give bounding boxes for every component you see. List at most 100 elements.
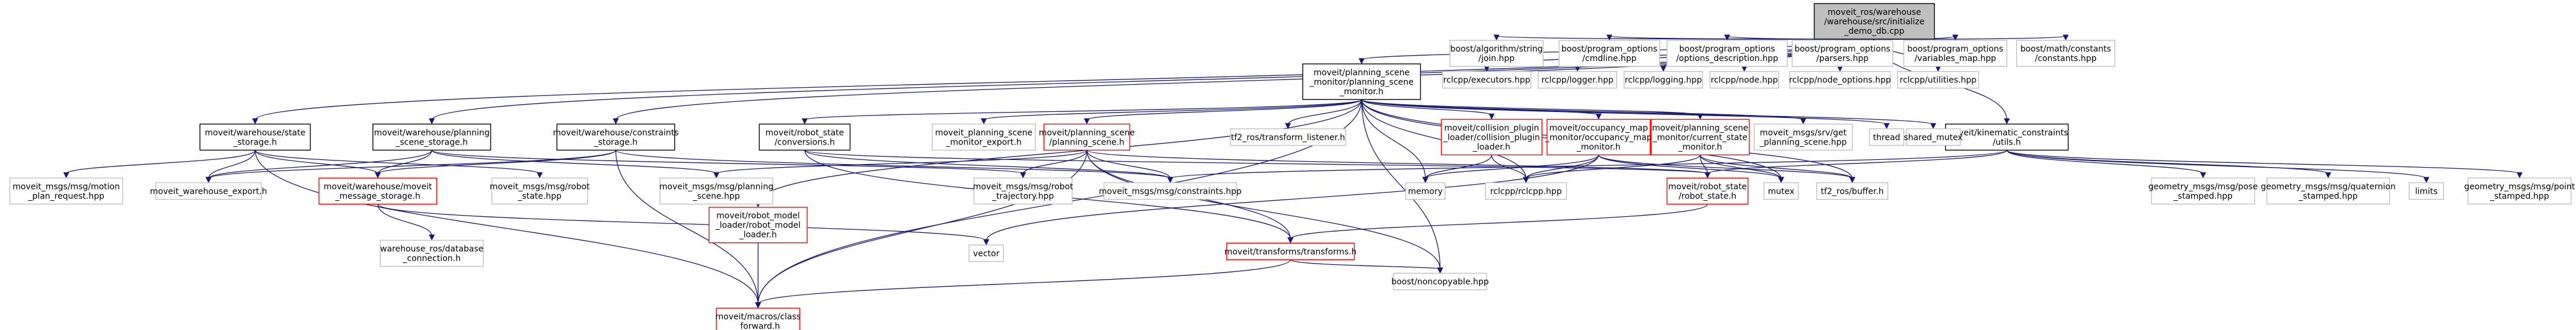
edge-ps-to-mcons — [1086, 150, 1174, 183]
edge-ws-to-mms — [254, 150, 381, 178]
node-mutex: mutex — [1763, 182, 1799, 200]
edge-csm-to-rclcpp — [1523, 155, 1701, 183]
node-label: moveit_ros/warehouse — [1828, 8, 1921, 17]
node-label: moveit/warehouse/state — [205, 128, 305, 137]
node-label: moveit/kinematic_constraints — [1946, 128, 2068, 137]
node-bnc: boost/noncopyable.hpp — [1391, 273, 1489, 290]
edge-tt-to-mcf — [755, 259, 1291, 309]
edge-ws-to-mcf — [254, 150, 761, 309]
node-psm[interactable]: moveit/planning_scene_monitor/planning_s… — [1302, 63, 1421, 100]
node-label: boost/algorithm/string — [1450, 44, 1543, 54]
node-gps_pose: geometry_msgs/msg/pose_stamped.hpp — [2148, 177, 2258, 205]
edge-psm-to-tf2l — [1284, 99, 1362, 129]
node-csm[interactable]: moveit/planning_scene_monitor/current_st… — [1650, 118, 1750, 156]
node-label: _storage.h — [233, 137, 278, 147]
node-label: moveit/warehouse/planning — [374, 128, 490, 137]
node-mpsme: moveit_planning_scene_monitor_export.h — [932, 123, 1036, 151]
edge-ws-to-mpr — [63, 150, 256, 178]
node-kcu[interactable]: moveit/kinematic_constraints/utils.h — [1945, 123, 2069, 151]
node-gps: moveit_msgs/srv/get_planning_scene.hpp — [1754, 123, 1853, 151]
node-label: rclcpp/node_options.hpp — [1789, 76, 1891, 85]
node-wdc: warehouse_ros/database_connection.h — [380, 239, 484, 267]
node-mrstate[interactable]: moveit/robot_state/robot_state.h — [1666, 177, 1749, 205]
node-label: /conversions.h — [774, 137, 835, 147]
node-label: _forward.h — [735, 322, 780, 330]
node-cpl[interactable]: moveit/collision_plugin_loader/collision… — [1440, 118, 1542, 156]
node-label: _storage.h — [594, 137, 638, 147]
node-label: rclcpp/logger.hpp — [1541, 76, 1614, 85]
node-rnode: rclcpp/node.hpp — [1709, 71, 1780, 89]
edge-ws-to-mrs — [254, 149, 543, 178]
edge-rml-to-mcf — [755, 242, 761, 309]
edge-wps-to-mpsh — [431, 149, 720, 178]
node-label: memory — [1408, 187, 1443, 196]
node-label: moveit_msgs/srv/get — [1760, 128, 1847, 137]
edge-kcu-to-mrstate — [1704, 149, 2007, 178]
node-rexe: rclcpp/executors.hpp — [1442, 71, 1532, 89]
node-label: _connection.h — [402, 254, 460, 263]
node-rnodeopt: rclcpp/node_options.hpp — [1789, 71, 1891, 89]
node-ws[interactable]: moveit/warehouse/state_storage.h — [199, 123, 311, 151]
edge-psm-to-ps — [1083, 99, 1362, 124]
node-label: rclcpp/node.hpp — [1711, 76, 1778, 85]
node-label: /robot_state.h — [1679, 191, 1736, 201]
node-label: _stamped.hpp — [2298, 191, 2358, 201]
node-tt[interactable]: moveit/transforms/transforms.h — [1225, 242, 1357, 261]
node-smutex: shared_mutex — [1904, 128, 1963, 146]
node-label: moveit/robot_model — [716, 212, 800, 221]
node-label: vector — [973, 249, 1000, 258]
node-label: tf2_ros/buffer.h — [1821, 187, 1883, 196]
node-label: rclcpp/rclcpp.hpp — [1490, 187, 1562, 196]
node-mcf[interactable]: moveit/macros/class_forward.h — [715, 307, 801, 330]
node-rclcpp: rclcpp/rclcpp.hpp — [1485, 182, 1567, 200]
node-wcs[interactable]: moveit/warehouse/constraints_storage.h — [553, 123, 678, 151]
edge-wcs-to-mms — [375, 149, 617, 178]
edge-psm-to-smutex — [1361, 99, 1937, 129]
node-omm[interactable]: moveit/occupancy_map_monitor/occupancy_m… — [1545, 118, 1652, 156]
edge-psm-to-rsc — [801, 99, 1362, 124]
node-label: boost/math/constants — [2020, 44, 2111, 54]
node-label: boost/noncopyable.hpp — [1391, 277, 1488, 287]
edge-kcu-to-gp — [2006, 149, 2523, 178]
node-label: thread — [1873, 133, 1901, 142]
node-label: /constants.hpp — [2035, 54, 2096, 63]
node-memory: memory — [1405, 182, 1446, 200]
edge-wps-to-mms — [375, 150, 432, 178]
node-label: moveit_msgs/msg/motion — [12, 182, 120, 191]
node-label: geometry_msgs/msg/quaternion — [2261, 182, 2395, 191]
node-bpod: boost/program_options/options_descriptio… — [1666, 40, 1788, 67]
node-label: _demo_db.cpp — [1844, 27, 1905, 36]
node-label: _trajectory.hpp — [991, 191, 1054, 201]
node-rutil: rclcpp/utilities.hpp — [1897, 71, 1979, 89]
node-label: moveit/warehouse/moveit — [324, 182, 432, 191]
node-mwe: moveit_warehouse_export.h — [150, 182, 267, 200]
node-mpsh: moveit_msgs/msg/planning_scene.hpp — [659, 177, 773, 205]
node-label: moveit/planning_scene — [1652, 123, 1748, 133]
node-rlogging: rclcpp/logging.hpp — [1624, 71, 1703, 89]
node-ps[interactable]: moveit/planning_scene/planning_scene.h — [1039, 123, 1135, 151]
node-label: _monitor.h — [1576, 142, 1621, 152]
node-label: /parsers.hpp — [1816, 54, 1869, 63]
node-gp: geometry_msgs/msg/point_stamped.hpp — [2464, 177, 2575, 205]
node-bpocl: boost/program_options/cmdline.hpp — [1558, 40, 1660, 67]
node-label: _loader.h — [739, 230, 777, 240]
node-vector: vector — [968, 244, 1004, 262]
node-rml[interactable]: moveit/robot_model_loader/robot_model_lo… — [708, 207, 808, 244]
node-label: moveit_warehouse_export.h — [150, 187, 267, 196]
node-label: /warehouse/src/initialize — [1824, 17, 1924, 27]
node-label: moveit_msgs/msg/constraints.hpp — [1099, 187, 1242, 196]
node-label: tf2_ros/transform_listener.h — [1231, 133, 1345, 142]
edge-ws-to-mwe — [205, 150, 256, 183]
node-label: _loader.h — [1472, 142, 1510, 152]
node-label: warehouse_ros/database — [380, 244, 483, 254]
edge-ps-to-mpsh — [713, 149, 1088, 178]
node-label: /planning_scene.h — [1049, 137, 1124, 147]
edge-ps-to-mrt — [1020, 150, 1088, 178]
node-label: _scene.hpp — [692, 191, 739, 201]
node-label: _monitor/occupancy_map — [1545, 133, 1652, 142]
edge-csm-to-tf2buf — [1700, 155, 1856, 183]
node-wps[interactable]: moveit/warehouse/planning_scene_storage.… — [372, 123, 492, 151]
node-rsc[interactable]: moveit/robot_state/conversions.h — [758, 123, 851, 151]
node-mms[interactable]: moveit/warehouse/moveit_message_storage.… — [318, 177, 438, 205]
edge-mrstate-to-tt — [1287, 203, 1708, 244]
